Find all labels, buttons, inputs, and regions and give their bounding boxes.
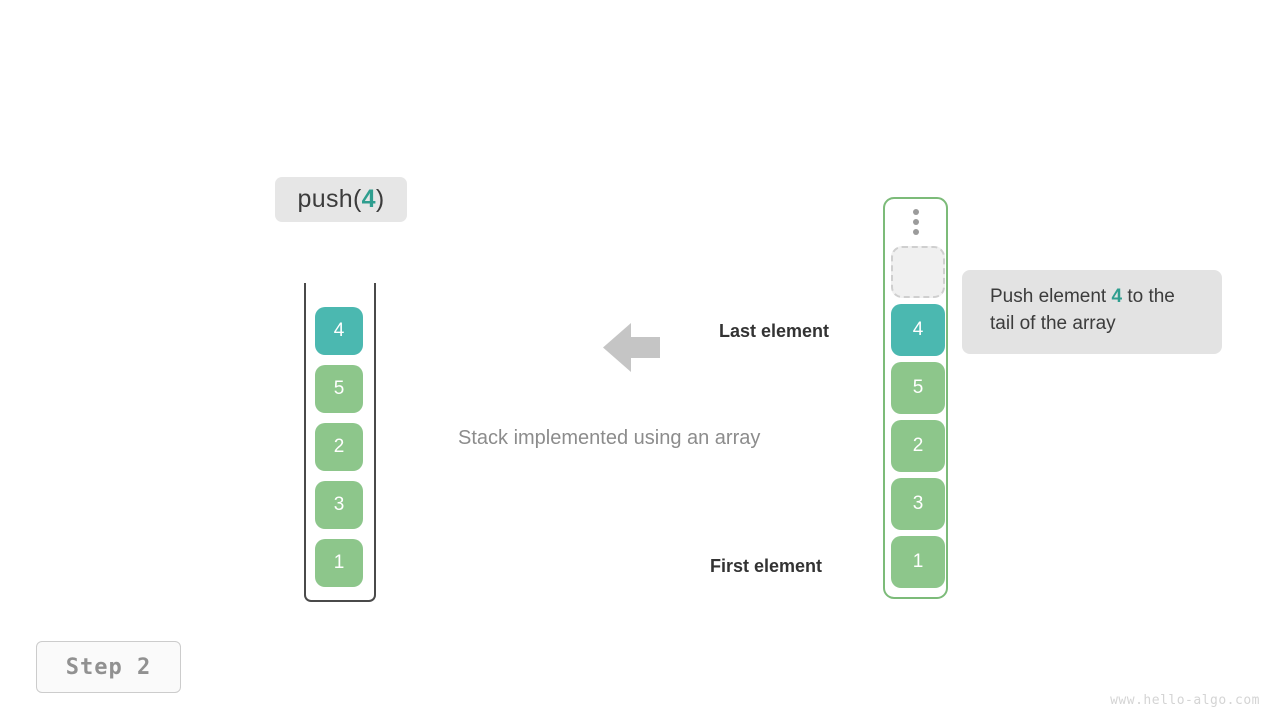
dot	[912, 219, 919, 225]
vertical-dots-icon	[883, 209, 948, 235]
callout-text-before: Push element	[990, 286, 1112, 307]
array-element: 5	[891, 362, 945, 414]
stack-element: 3	[315, 481, 363, 529]
callout-text-after: to the tail of the array	[990, 286, 1175, 334]
operation-prefix: push(	[297, 185, 362, 213]
step-badge: Step 2	[36, 641, 181, 693]
operation-suffix: )	[375, 185, 385, 213]
stack-element-list: 4 5 2 3 1	[315, 307, 363, 587]
dot	[912, 229, 919, 235]
figure-caption: Stack implemented using an array	[458, 427, 761, 449]
operation-label: push(4)	[275, 177, 407, 222]
array-element: 3	[891, 478, 945, 530]
callout-box: Push element 4 to the tail of the array	[962, 270, 1222, 354]
dot	[912, 209, 919, 215]
last-element-label: Last element	[719, 321, 830, 341]
stack-figure: 4 5 2 3 1	[304, 283, 376, 602]
first-element-label: First element	[710, 556, 823, 576]
step-badge-label: Step 2	[65, 654, 152, 680]
operation-argument: 4	[361, 185, 376, 213]
array-element-list: 4 5 2 3 1	[891, 304, 945, 588]
stack-element: 2	[315, 423, 363, 471]
watermark: www.hello-algo.com	[1110, 693, 1260, 708]
callout-highlight-value: 4	[1111, 286, 1123, 307]
arrow-left-icon	[603, 319, 660, 376]
array-element: 2	[891, 420, 945, 472]
array-element: 1	[891, 536, 945, 588]
stack-element: 5	[315, 365, 363, 413]
array-figure: 4 5 2 3 1	[883, 197, 948, 599]
array-empty-slot	[891, 246, 945, 298]
stack-element: 1	[315, 539, 363, 587]
array-element-highlighted: 4	[891, 304, 945, 356]
stack-element-highlighted: 4	[315, 307, 363, 355]
